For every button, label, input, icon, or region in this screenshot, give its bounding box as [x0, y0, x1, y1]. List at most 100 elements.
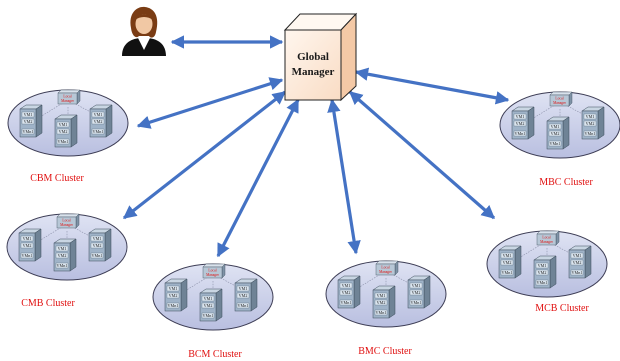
vm1-label: VM1: [94, 112, 103, 117]
vm2-label: VM2: [516, 121, 525, 126]
vm1-label: VM1: [93, 236, 102, 241]
vm2-label: VM2: [377, 300, 386, 305]
vmn-label: VMn1: [168, 303, 179, 308]
vm2-label: VM2: [342, 290, 351, 295]
local-manager-label-line2: Manager: [379, 270, 393, 274]
vmn-label: VMn1: [341, 300, 352, 305]
global-manager-label-line2: Manager: [292, 66, 335, 78]
vm2-label: VM2: [94, 119, 103, 124]
arrow-cbm: [136, 77, 284, 129]
arrow-cmb: [122, 90, 287, 220]
arrow-bcm: [216, 98, 300, 258]
vmn-label: VMn1: [93, 129, 104, 134]
vmn-label: VMn1: [502, 270, 513, 275]
vmn-label: VMn1: [537, 280, 548, 285]
local-manager-label-line1: Local: [62, 219, 70, 223]
vm2-label: VM2: [93, 243, 102, 248]
vm1-label: VM1: [412, 283, 421, 288]
local-manager-label-line1: Local: [542, 236, 550, 240]
vmn-label: VMn1: [585, 131, 596, 136]
cluster-bmc: LocalManagerVM1VM2VMn1VM1VM2VMn1VM1VM2VM…: [325, 260, 447, 357]
vmn-label: VMn1: [376, 310, 387, 315]
cluster-mcb: LocalManagerVM1VM2VMn1VM1VM2VMn1VM1VM2VM…: [486, 230, 608, 314]
cluster-label: BMC Cluster: [358, 346, 412, 357]
vm1-label: VM1: [551, 124, 560, 129]
cluster-mbc: LocalManagerVM1VM2VMn1VM1VM2VMn1VM1VM2VM…: [499, 91, 620, 188]
vm1-label: VM1: [24, 112, 33, 117]
vm1-label: VM1: [23, 236, 32, 241]
cluster-label: CMB Cluster: [21, 298, 75, 309]
cluster-label: BCM Cluster: [188, 349, 242, 360]
vm1-label: VM1: [342, 283, 351, 288]
vm2-label: VM2: [412, 290, 421, 295]
vm2-label: VM2: [573, 260, 582, 265]
cluster-label: MCB Cluster: [535, 303, 589, 314]
local-manager-label-line2: Manager: [540, 240, 554, 244]
vmn-label: VMn1: [203, 313, 214, 318]
vm1-label: VM1: [59, 122, 68, 127]
vmn-label: VMn1: [411, 300, 422, 305]
vm1-label: VM1: [573, 253, 582, 258]
vm1-label: VM1: [169, 286, 178, 291]
cluster-cmb: LocalManagerVM1VM2VMn1VM1VM2VMn1VM1VM2VM…: [6, 213, 128, 309]
global-manager-label-line1: Global: [297, 51, 329, 63]
vm2-label: VM2: [538, 270, 547, 275]
vm1-label: VM1: [239, 286, 248, 291]
vm1-label: VM1: [377, 293, 386, 298]
vm1-label: VM1: [58, 246, 67, 251]
vm2-label: VM2: [24, 119, 33, 124]
vm1-label: VM1: [538, 263, 547, 268]
vmn-label: VMn1: [92, 253, 103, 258]
arrow-mbc: [354, 67, 510, 105]
clusters: LocalManagerVM1VM2VMn1VM1VM2VMn1VM1VM2VM…: [6, 89, 620, 360]
vmn-label: VMn1: [572, 270, 583, 275]
vm2-label: VM2: [239, 293, 248, 298]
vm2-label: VM2: [58, 253, 67, 258]
local-manager-label-line2: Manager: [60, 223, 74, 227]
vm2-label: VM2: [169, 293, 178, 298]
vm2-label: VM2: [503, 260, 512, 265]
vmn-label: VMn1: [550, 141, 561, 146]
local-manager-label-line2: Manager: [206, 273, 220, 277]
arrow-mcb: [348, 90, 496, 220]
vm1-label: VM1: [516, 114, 525, 119]
vm2-label: VM2: [551, 131, 560, 136]
vm1-label: VM1: [204, 296, 213, 301]
local-manager-label-line1: Local: [63, 95, 71, 99]
cluster-bcm: LocalManagerVM1VM2VMn1VM1VM2VMn1VM1VM2VM…: [152, 263, 274, 360]
cluster-label: MBC Cluster: [539, 177, 593, 188]
vm2-label: VM2: [204, 303, 213, 308]
vmn-label: VMn1: [22, 253, 33, 258]
vm2-label: VM2: [23, 243, 32, 248]
local-manager-label-line1: Local: [555, 97, 563, 101]
arrow-bmc: [327, 98, 361, 255]
vmn-label: VMn1: [23, 129, 34, 134]
local-manager-label-line1: Local: [381, 266, 389, 270]
vm2-label: VM2: [59, 129, 68, 134]
global-manager-node: Global Manager: [283, 12, 358, 102]
